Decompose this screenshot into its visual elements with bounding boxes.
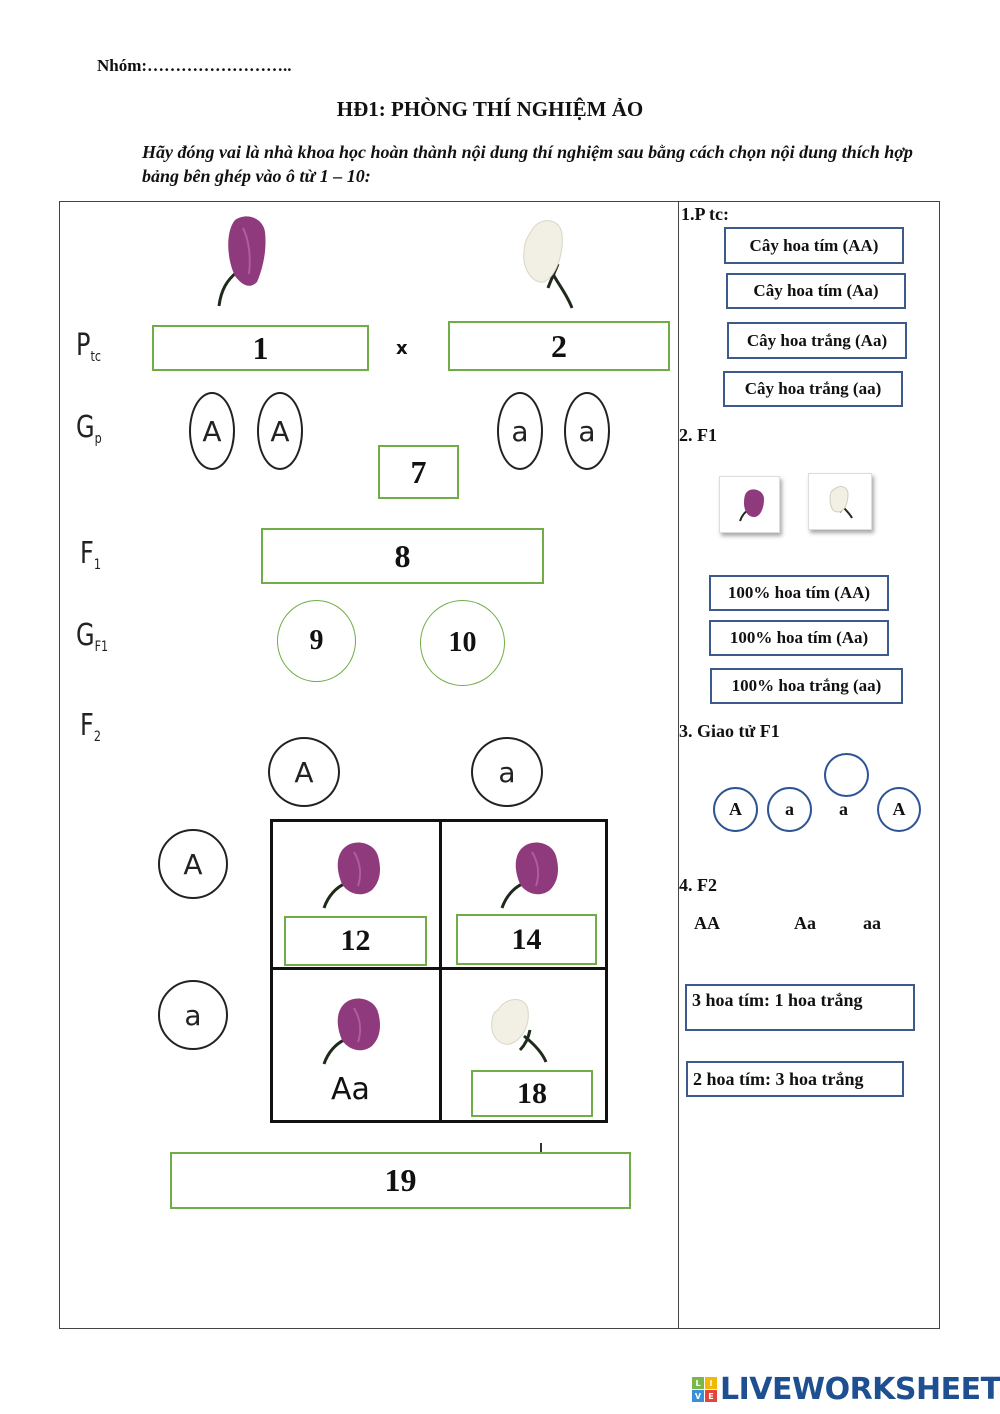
option-tile[interactable]: Cây hoa tím (AA) [724, 227, 904, 264]
genotype-option[interactable]: aa [863, 913, 881, 933]
column-divider [678, 201, 679, 1329]
gamete-option-circle[interactable]: a [767, 787, 812, 832]
instruction-text: Hãy đóng vai là nhà khoa học hoàn thành … [142, 142, 913, 186]
section-2-label: 2. F1 [679, 425, 717, 445]
section-4-label: 4. F2 [679, 875, 717, 895]
white-flower-icon [523, 220, 574, 309]
option-tile[interactable]: Cây hoa trắng (Aa) [727, 322, 907, 359]
white-flower-icon [491, 999, 548, 1063]
cross-symbol: x [396, 338, 408, 359]
group-name-line: Nhóm:…………………….. [97, 56, 292, 75]
white-flower-card[interactable] [808, 473, 872, 530]
purple-flower-icon [322, 998, 380, 1065]
option-tile[interactable]: 100% hoa trắng (aa) [710, 668, 903, 704]
option-tile[interactable]: 100% hoa tím (AA) [709, 575, 889, 611]
label-p-tc: Ptc [76, 328, 102, 365]
genotype-option[interactable]: Aa [794, 913, 816, 933]
drop-box-7[interactable]: 7 [378, 445, 459, 499]
worksheet-table [59, 201, 940, 1329]
punnett-row-header: A [158, 829, 228, 899]
gamete-circle: a [497, 392, 543, 470]
punnett-divider-vertical [439, 819, 442, 1123]
drop-circle-10[interactable]: 10 [420, 600, 505, 686]
genotype-option[interactable]: AA [694, 913, 720, 933]
drop-box-19[interactable]: 19 [170, 1152, 631, 1209]
label-g-p: Gp [76, 410, 102, 447]
white-flower-icon [829, 485, 853, 518]
gamete-circle: A [189, 392, 235, 470]
gamete-circle: A [257, 392, 303, 470]
section-3-label: 3. Giao tử F1 [679, 721, 780, 741]
option-tile[interactable]: 2 hoa tím: 3 hoa trắng [686, 1061, 904, 1097]
logo-icon: L I V E [692, 1377, 717, 1402]
drop-box-2[interactable]: 2 [448, 321, 670, 371]
gamete-circle: a [564, 392, 610, 470]
purple-flower-icon [217, 216, 266, 307]
drop-box-8[interactable]: 8 [261, 528, 544, 584]
logo-letter: E [705, 1390, 717, 1402]
label-f1: F1 [80, 536, 101, 573]
punnett-col-header: A [268, 737, 340, 807]
purple-flower-icon [738, 488, 764, 521]
option-tile[interactable]: 3 hoa tím: 1 hoa trắng [685, 984, 915, 1031]
stray-mark [540, 1143, 542, 1152]
label-f2: F2 [80, 708, 101, 745]
logo-letter: I [705, 1377, 717, 1389]
option-tile[interactable]: 100% hoa tím (Aa) [709, 620, 889, 656]
logo-text: LIVEWORKSHEETS [720, 1372, 1000, 1407]
genotype-label: Aa [331, 1072, 370, 1107]
section-1-label: 1.P tc: [681, 204, 729, 224]
purple-flower-icon [500, 842, 558, 909]
logo-letter: V [692, 1390, 704, 1402]
logo-letter: L [692, 1377, 704, 1389]
drop-box-18[interactable]: 18 [471, 1070, 593, 1117]
label-g-f1: GF1 [76, 618, 109, 655]
gamete-option-circle[interactable]: A [877, 787, 921, 832]
drop-box-14[interactable]: 14 [456, 914, 597, 965]
drop-box-1[interactable]: 1 [152, 325, 369, 371]
purple-flower-icon [322, 842, 380, 909]
gamete-option-circle[interactable]: A [713, 787, 758, 832]
purple-flower-card[interactable] [719, 476, 780, 533]
liveworksheets-logo: L I V E LIVEWORKSHEETS [692, 1372, 1000, 1407]
option-tile[interactable]: Cây hoa tím (Aa) [726, 273, 906, 309]
punnett-col-header: a [471, 737, 543, 807]
drop-box-12[interactable]: 12 [284, 916, 427, 966]
punnett-divider-horizontal [270, 967, 608, 970]
punnett-row-header: a [158, 980, 228, 1050]
gamete-option-text[interactable]: a [839, 799, 848, 819]
option-tile[interactable]: Cây hoa trắng (aa) [723, 371, 903, 407]
empty-gamete-circle[interactable] [824, 753, 869, 797]
drop-circle-9[interactable]: 9 [277, 600, 356, 682]
page-title: HĐ1: PHÒNG THÍ NGHIỆM ẢO [336, 97, 644, 121]
